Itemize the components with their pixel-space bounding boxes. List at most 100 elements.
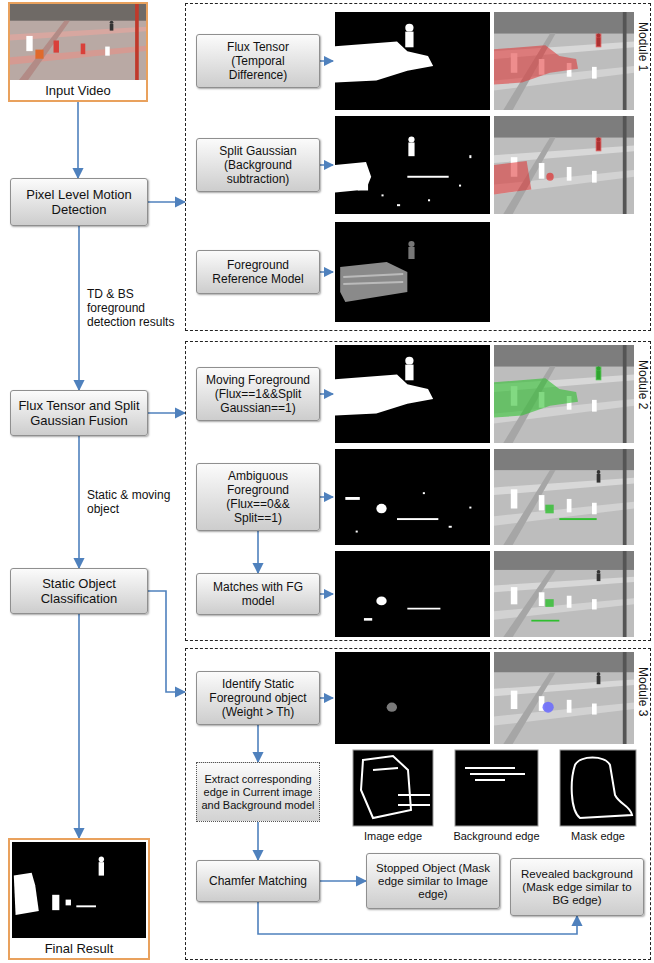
illustration-part [320, 496, 333, 498]
illustration-part [545, 505, 553, 514]
step-box: Split Gaussian (Background subtraction) [196, 138, 320, 192]
flow-arrow [320, 880, 366, 882]
step-box: Moving Foreground (Flux==1&&Split Gaussi… [196, 367, 320, 421]
edge-label: Static & moving object [85, 487, 181, 517]
illustration-part [494, 551, 634, 637]
module-label: Module 2 [636, 360, 649, 409]
box-text: Ambiguous Foreground (Flux==0&& Split==1… [201, 469, 315, 525]
box-text: Chamfer Matching [201, 874, 315, 888]
flow-arrow [148, 591, 185, 692]
edge-image [560, 750, 636, 826]
leader-arrows [320, 61, 333, 698]
illustration-part [596, 34, 602, 48]
flow-arrow [77, 102, 79, 178]
module-panel: Module 1 Flux Tensor (Temporal Difference… [185, 3, 651, 331]
illustration-part [320, 60, 333, 62]
flow-arrow [78, 226, 80, 390]
process-box: Pixel Level Motion Detection [10, 178, 148, 226]
video-frame-image [10, 4, 146, 80]
overlay-image [494, 551, 634, 637]
box-text: Static Object Classification [16, 576, 142, 606]
result-mask [12, 842, 146, 938]
illustration-part [320, 697, 333, 699]
illustration-part [320, 593, 333, 595]
edge-image [353, 750, 433, 826]
image-caption: Image edge [348, 830, 438, 843]
box-text: Split Gaussian (Background subtraction) [201, 144, 315, 186]
video-frame: Input Video [8, 2, 148, 102]
module-label: Module 1 [636, 22, 649, 71]
illustration-part [545, 599, 553, 607]
illustration-part [465, 768, 525, 780]
process-box: Flux Tensor and Split Gaussian Fusion [10, 390, 148, 436]
mask-image [335, 345, 490, 443]
box-text: Moving Foreground (Flux==1&&Split Gaussi… [201, 373, 315, 415]
step-box: Matches with FG model [196, 573, 320, 615]
module-panel: Module 2 Moving Foreground (Flux==1&&Spli… [185, 341, 651, 641]
step-box: Flux Tensor (Temporal Difference) [196, 34, 320, 88]
box-text: Stopped Object (Mask edge similar to Ima… [371, 862, 495, 901]
mask-image [335, 652, 490, 744]
illustration-part [546, 173, 553, 181]
process-box: Static Object Classification [10, 568, 148, 614]
module-panel: Module 3 Identify Static Foreground objec… [185, 648, 651, 960]
box-text: Foreground Reference Model [201, 258, 315, 286]
illustration-part [494, 449, 634, 545]
flow-arrow [148, 412, 185, 414]
illustration-part [455, 750, 538, 826]
mask-image [335, 12, 490, 110]
flow-arrow [148, 201, 185, 203]
edge-image [455, 750, 538, 826]
flow-arrow [78, 436, 80, 568]
illustration-part [494, 161, 531, 194]
module-label: Module 3 [636, 667, 649, 716]
image-caption: Background edge [448, 830, 545, 843]
video-frame: Final Result [8, 838, 150, 960]
image-caption: Mask edge [553, 830, 643, 843]
illustration-part [559, 518, 596, 520]
result-box: Stopped Object (Mask edge similar to Ima… [366, 853, 500, 909]
mask-image [335, 551, 490, 637]
box-text: Flux Tensor (Temporal Difference) [201, 40, 315, 82]
illustration-part [361, 756, 430, 818]
illustration-part [596, 367, 602, 381]
mask-image [335, 116, 490, 214]
box-text: Flux Tensor and Split Gaussian Fusion [16, 398, 142, 428]
illustration-part [353, 750, 433, 826]
step-box-dotted: Extract corresponding edge in Current im… [196, 762, 320, 822]
box-text: Final Result [10, 941, 148, 956]
illustration-part [320, 164, 333, 166]
flow-arrow [257, 822, 259, 860]
flow-arrow [257, 725, 259, 762]
illustration-part [531, 620, 559, 622]
illustration-part [494, 378, 578, 417]
illustration-part [494, 116, 634, 214]
illustration-part [494, 12, 634, 110]
result-box: Revealed background (Mask edge similar t… [510, 858, 644, 916]
illustration-part [494, 652, 634, 744]
box-text: Matches with FG model [201, 580, 315, 608]
step-box: Chamfer Matching [196, 860, 320, 902]
step-box: Identify Static Foreground object (Weigh… [196, 671, 320, 725]
overlay-image [494, 449, 634, 545]
flow-arrow [78, 614, 80, 838]
step-box: Foreground Reference Model [196, 250, 320, 294]
box-text: Pixel Level Motion Detection [16, 187, 142, 217]
illustration-part [494, 45, 578, 84]
illustration-part [320, 393, 333, 395]
mask-image [335, 449, 490, 545]
illustration-part [543, 702, 554, 713]
illustration-part [596, 138, 602, 152]
illustration-part [494, 345, 634, 443]
step-box: Ambiguous Foreground (Flux==0&& Split==1… [196, 463, 320, 531]
box-text: Extract corresponding edge in Current im… [201, 773, 315, 812]
overlay-image [494, 652, 634, 744]
box-text: Identify Static Foreground object (Weigh… [201, 677, 315, 719]
illustration-part [572, 758, 632, 819]
box-text: Revealed background (Mask edge similar t… [515, 868, 639, 907]
edge-label: TD & BS foreground detection results [85, 286, 181, 330]
